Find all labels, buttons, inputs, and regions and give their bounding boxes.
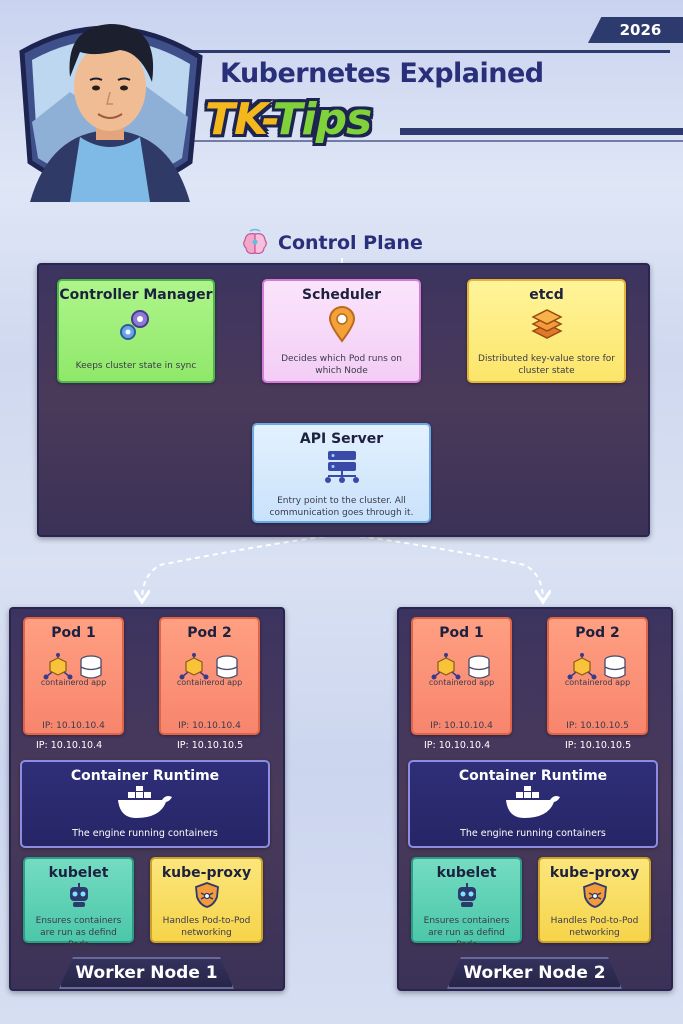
api-server-card: API Server Entry point to the cluster. A…: [252, 423, 431, 523]
cube-network-icon: [179, 653, 209, 680]
api-server-title: API Server: [299, 431, 384, 447]
controller-manager-desc: Keeps cluster state in sync: [75, 361, 197, 371]
worker-node-label: Worker Node 1: [59, 957, 234, 989]
pod-title: Pod 2: [187, 625, 232, 641]
cube-network-icon: [431, 653, 461, 680]
kube-proxy-card: kube-proxy Handles Pod-to-Pod networking: [150, 857, 263, 943]
pod-title: Pod 1: [51, 625, 96, 641]
pod-app: containerod app: [176, 678, 243, 687]
brain-icon: [243, 228, 267, 255]
kubelet-desc: Ensures containers are run as defind Pod…: [423, 916, 510, 950]
control-plane-label: Control Plane: [278, 232, 423, 254]
pod-ip-inner: IP: 10.10.10.5: [566, 721, 629, 731]
pod-card: Pod 1 containerod app IP: 10.10.10.4: [23, 617, 124, 735]
robot-icon: [457, 883, 476, 907]
kubelet-desc: Ensures containers are run as defind Pod…: [35, 916, 122, 950]
container-runtime-desc: The engine running containers: [460, 828, 606, 839]
pod-app: containerod app: [564, 678, 631, 687]
pod-card: Pod 2 containerod app IP: 10.10.10.4: [159, 617, 260, 735]
pod-ip-inner: IP: 10.10.10.4: [430, 721, 493, 731]
scheduler-desc: Decides which Pod runs on which Node: [281, 354, 402, 376]
kube-proxy-title: kube-proxy: [161, 865, 252, 881]
database-icon: [604, 655, 626, 679]
etcd-desc: Distributed key-value store for cluster …: [478, 354, 615, 376]
database-icon: [80, 655, 102, 679]
pod-title: Pod 1: [439, 625, 484, 641]
pod-title: Pod 2: [575, 625, 620, 641]
kube-proxy-desc: Handles Pod-to-Pod networking: [550, 916, 639, 938]
database-icon: [216, 655, 238, 679]
controller-manager-title: Controller Manager: [59, 287, 213, 303]
avatar: [10, 12, 210, 207]
kubelet-card: kubelet Ensures containers are run as de…: [411, 857, 522, 950]
etcd-card: etcd Distributed key-value store for clu…: [467, 279, 626, 383]
scheduler-title: Scheduler: [301, 287, 382, 303]
header-stripe-bottom: [400, 128, 683, 135]
brand-part1: TK-: [205, 94, 273, 145]
kube-proxy-title: kube-proxy: [549, 865, 640, 881]
pod-ip-outer: IP: 10.10.10.5: [177, 740, 244, 751]
location-pin-icon: [328, 306, 355, 343]
container-runtime-desc: The engine running containers: [72, 828, 218, 839]
pod-ip-inner: IP: 10.10.10.4: [42, 721, 105, 731]
pod-ip-outer: IP: 10.10.10.5: [565, 740, 632, 751]
year-badge: 2026: [588, 17, 683, 43]
gears-icon: [120, 310, 149, 340]
pod-app: containerod app: [40, 678, 107, 687]
pod-ip-outer: IP: 10.10.10.4: [424, 740, 491, 751]
controller-manager-card: Controller Manager Keeps cluster state i…: [57, 279, 215, 383]
pod-ip-outer: IP: 10.10.10.4: [36, 740, 103, 751]
shield-network-icon: [194, 882, 219, 908]
kubelet-card: kubelet Ensures containers are run as de…: [23, 857, 134, 950]
kubelet-title: kubelet: [48, 865, 109, 881]
worker-node-label: Worker Node 2: [447, 957, 622, 989]
shield-network-icon: [582, 882, 607, 908]
etcd-title: etcd: [529, 287, 564, 303]
container-runtime-card: Container Runtime The engine running con…: [20, 760, 270, 848]
year-text: 2026: [619, 21, 662, 39]
database-icon: [468, 655, 490, 679]
container-runtime-card: Container Runtime The engine running con…: [408, 760, 658, 848]
header-stripe-top: [190, 50, 670, 53]
pod-card: Pod 2 containerod app IP: 10.10.10.5: [547, 617, 648, 735]
header-stripe-thin: [180, 140, 683, 142]
docker-whale-icon: [506, 786, 560, 818]
pod-app: containerod app: [428, 678, 495, 687]
pod-card: Pod 1 containerod app IP: 10.10.10.4: [411, 617, 512, 735]
scheduler-card: Scheduler Decides which Pod runs on whic…: [262, 279, 421, 383]
database-layers-icon: [530, 309, 563, 339]
api-server-desc: Entry point to the cluster. All communic…: [269, 496, 414, 518]
container-runtime-title: Container Runtime: [458, 768, 608, 784]
kubelet-title: kubelet: [436, 865, 497, 881]
main-title: Kubernetes Explained: [220, 58, 544, 89]
brand-part2: Tips: [272, 94, 372, 145]
robot-icon: [69, 883, 88, 907]
server-icon: [324, 451, 359, 483]
cube-network-icon: [567, 653, 597, 680]
kube-proxy-desc: Handles Pod-to-Pod networking: [162, 916, 251, 938]
brand-logo: TK-Tips: [205, 94, 372, 145]
cube-network-icon: [43, 653, 73, 680]
docker-whale-icon: [118, 786, 172, 818]
container-runtime-title: Container Runtime: [70, 768, 220, 784]
kube-proxy-card: kube-proxy Handles Pod-to-Pod networking: [538, 857, 651, 943]
control-plane-title: Control Plane: [240, 228, 423, 258]
pod-ip-inner: IP: 10.10.10.4: [178, 721, 241, 731]
